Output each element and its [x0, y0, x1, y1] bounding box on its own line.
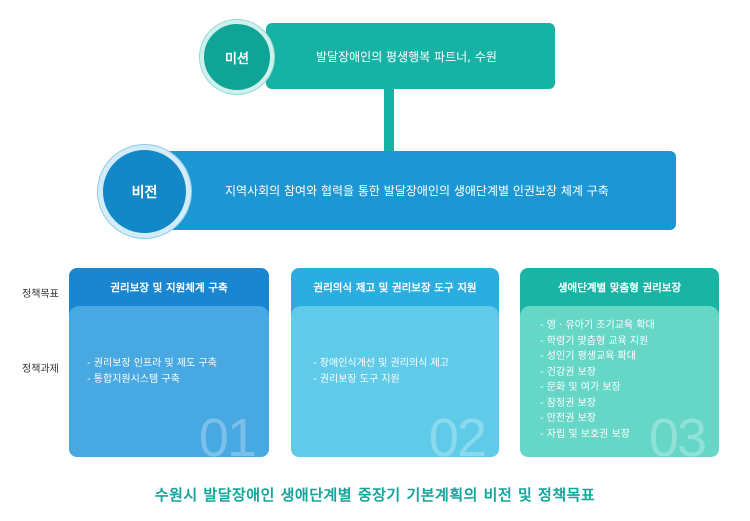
vision-badge: 비전: [98, 145, 191, 238]
mission-vision-connector: [384, 80, 394, 162]
mission-badge: 미션: [200, 20, 274, 94]
goal-2-number: 02: [428, 408, 487, 457]
policy-task-label: 정책과제: [22, 364, 59, 375]
task-item: 권리보장 인프라 및 제도 구축: [87, 356, 217, 372]
goal-3-title: 생애단계별 맞춤형 권리보장: [557, 282, 682, 294]
task-item: 영 · 유아기 조기교육 확대: [540, 318, 655, 334]
task-item: 학령기 맞춤형 교육 지원: [540, 334, 655, 350]
goal-1-number: 01: [198, 408, 257, 457]
task-item: 건강권 보장: [540, 365, 655, 381]
goal-2-body: 장애인식개선 및 권리의식 제고 권리보장 도구 지원 02: [291, 306, 499, 457]
task-item: 참정권 보장: [540, 396, 655, 412]
vision-bar: [143, 151, 676, 230]
task-item: 장애인식개선 및 권리의식 제고: [313, 356, 449, 372]
goal-3-body: 영 · 유아기 조기교육 확대 학령기 맞춤형 교육 지원 성인기 평생교육 확…: [520, 306, 719, 457]
task-item: 성인기 평생교육 확대: [540, 349, 655, 365]
goal-1-title: 권리보장 및 지원체계 구축: [110, 282, 228, 294]
goal-2-title: 권리의식 제고 및 권리보장 도구 지원: [313, 282, 477, 294]
task-item: 통합지원시스템 구축: [87, 372, 217, 388]
goal-3-task-list: 영 · 유아기 조기교육 확대 학령기 맞춤형 교육 지원 성인기 평생교육 확…: [540, 318, 655, 442]
mission-statement: 발달장애인의 평생행복 파트너, 수원: [316, 49, 497, 64]
goal-1-body: 권리보장 인프라 및 제도 구축 통합지원시스템 구축 01: [69, 306, 269, 457]
vision-statement: 지역사회의 참여와 협력을 통한 발달장애인의 생애단계별 인권보장 체계 구축: [225, 184, 609, 198]
task-item: 자립 및 보호권 보장: [540, 427, 655, 443]
goal-2-task-list: 장애인식개선 및 권리의식 제고 권리보장 도구 지원: [313, 356, 449, 387]
goal-3-number: 03: [648, 408, 707, 457]
task-item: 권리보장 도구 지원: [313, 372, 449, 388]
policy-goal-label: 정책목표: [22, 289, 59, 300]
figure-caption: 수원시 발달장애인 생애단계별 중장기 기본계획의 비전 및 정책목표: [154, 486, 596, 504]
goal-1-task-list: 권리보장 인프라 및 제도 구축 통합지원시스템 구축: [87, 356, 217, 387]
mission-bar: [266, 23, 555, 89]
task-item: 안전권 보장: [540, 411, 655, 427]
task-item: 문화 및 여가 보장: [540, 380, 655, 396]
